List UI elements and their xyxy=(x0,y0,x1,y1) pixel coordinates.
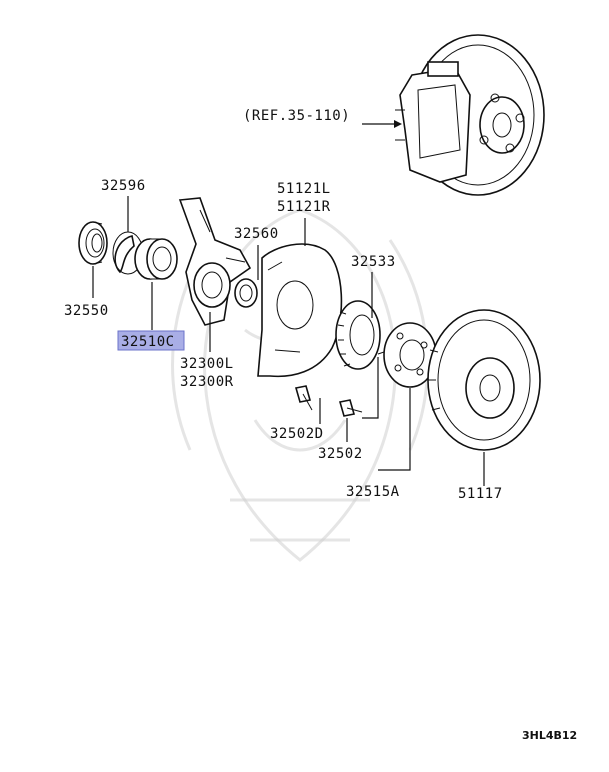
part-label-51121l[interactable]: 51121L xyxy=(277,181,331,197)
caliper-assembly-illustration xyxy=(395,34,545,196)
part-label-51117[interactable]: 51117 xyxy=(458,486,503,502)
part-label-32515a[interactable]: 32515A xyxy=(346,484,400,500)
reference-label: (REF.35-110) xyxy=(243,108,350,124)
sensor-ring-32533 xyxy=(335,300,381,370)
wheel-bearing-32510c xyxy=(134,238,178,280)
part-label-32560[interactable]: 32560 xyxy=(234,226,279,242)
part-label-32550[interactable]: 32550 xyxy=(64,303,109,319)
inner-seal-32560 xyxy=(234,278,258,308)
leader-lines xyxy=(92,196,485,486)
steering-knuckle-32300 xyxy=(178,197,252,326)
oil-seal-32550 xyxy=(78,221,108,265)
part-label-32300r[interactable]: 32300R xyxy=(180,374,234,390)
svg-text:(REF.35-110): (REF.35-110) xyxy=(243,108,350,124)
figure-code: 3HL4B12 xyxy=(522,729,577,742)
part-label-32300l[interactable]: 32300L xyxy=(180,356,234,372)
part-label-32533[interactable]: 32533 xyxy=(351,254,396,270)
part-label-51121r[interactable]: 51121R xyxy=(277,199,331,215)
part-label-32596[interactable]: 32596 xyxy=(101,178,146,194)
hub-bolt-32502 xyxy=(338,399,363,417)
brake-disc-51117 xyxy=(427,309,541,451)
part-label-32510c[interactable]: 32510C xyxy=(121,334,175,350)
part-label-32502[interactable]: 32502 xyxy=(318,446,363,462)
hub-bolt-32502d xyxy=(294,385,313,411)
part-label-32502d[interactable]: 32502D xyxy=(270,426,324,442)
reference-arrowhead xyxy=(394,120,402,128)
dust-shield-51121 xyxy=(257,243,343,378)
highlighted-part-marker xyxy=(117,330,185,351)
